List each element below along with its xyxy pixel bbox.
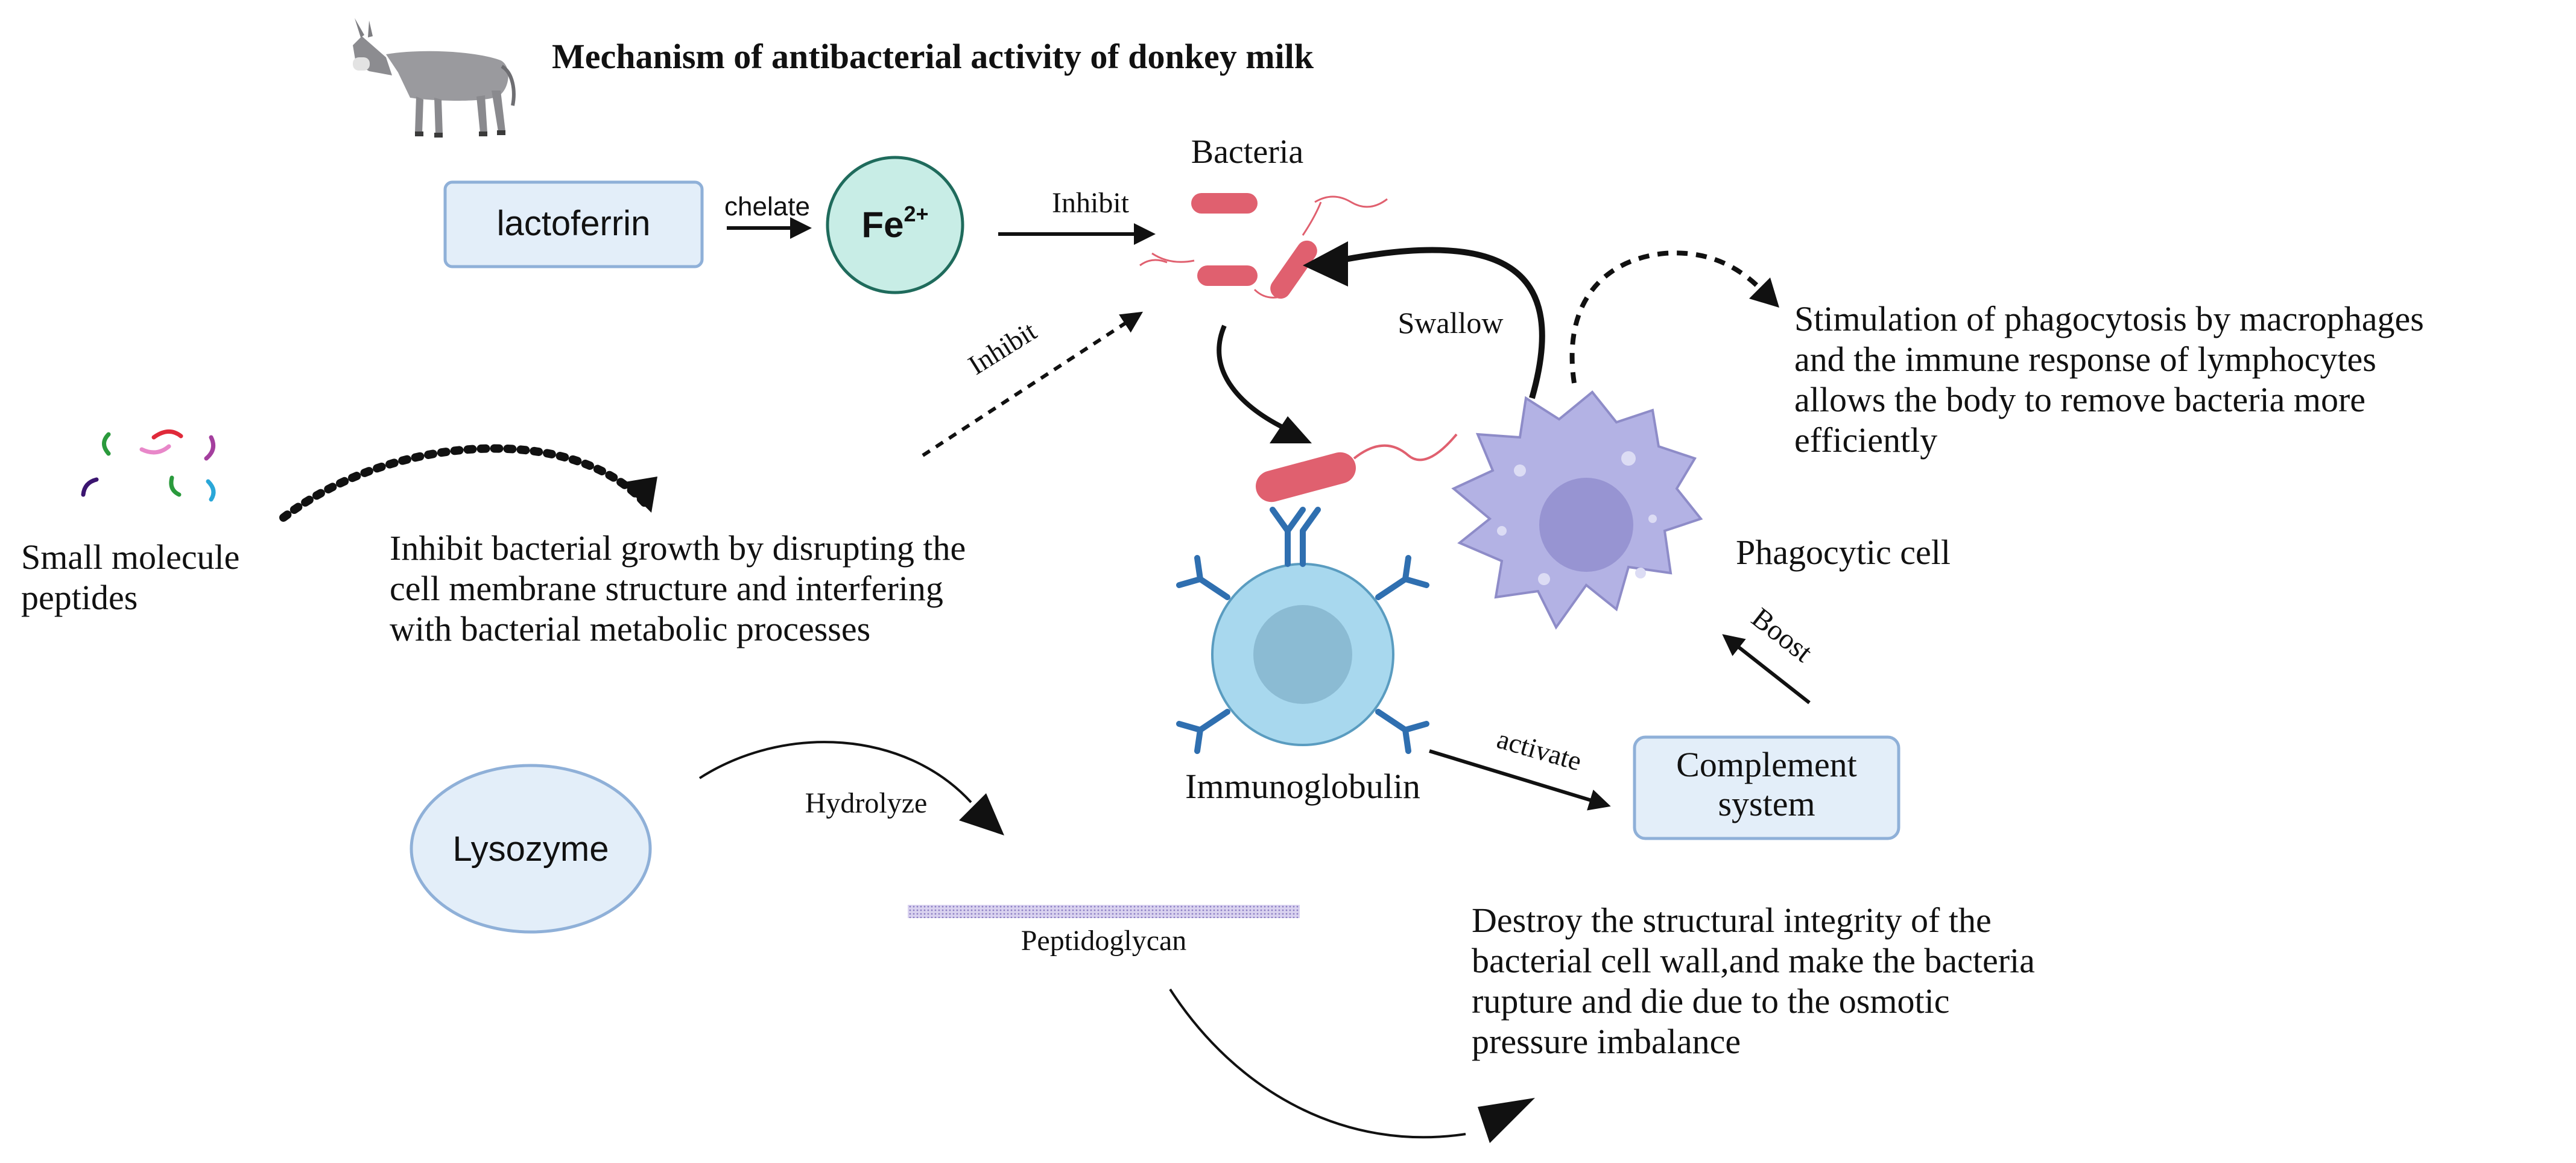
lysozyme-label: Lysozyme xyxy=(453,829,609,869)
peptides-effect-arrowhead xyxy=(621,477,657,513)
phagocyte-to-note-arrow xyxy=(1569,250,1763,384)
complement-system-box xyxy=(1633,735,1900,840)
chelate-label: chelate xyxy=(724,192,810,221)
complement-label-line1: Complement xyxy=(1676,745,1857,784)
donkey-icon xyxy=(353,18,516,138)
iron-ion-node xyxy=(826,156,964,294)
bacteria-to-antibody-arrowhead xyxy=(1270,416,1312,443)
phagocyte-to-note-arrowhead xyxy=(1749,277,1779,308)
phagocytic-cell-label: Phagocytic cell xyxy=(1736,533,1951,572)
bacteria-label: Bacteria xyxy=(1191,133,1304,171)
small-peptides-label-line1: Small molecule xyxy=(21,537,239,577)
activate-label: activate xyxy=(1494,723,1586,776)
iron-ion-label: Fe2+ xyxy=(861,201,928,245)
peptidoglycan-effect-arrow xyxy=(1169,988,1466,1139)
small-peptides-label-line2: peptides xyxy=(21,578,138,617)
boost-label: Boost xyxy=(1745,601,1818,668)
phagocytosis-note: Stimulation of phagocytosis by macrophag… xyxy=(1794,299,2432,460)
phagocytosis-line: efficiently xyxy=(1794,420,1937,460)
lactoferrin-label: lactoferrin xyxy=(497,204,651,243)
peptidoglycan-effect-arrowhead xyxy=(1478,1098,1535,1143)
peptide-fragments-icon xyxy=(81,429,216,502)
immunoglobulin-label: Immunoglobulin xyxy=(1185,767,1420,806)
peptides-inhibit-arrow xyxy=(922,311,1144,457)
peptides-inhibit-label: Inhibit xyxy=(963,315,1042,381)
lysozyme-effect-note: Destroy the structural integrity of the … xyxy=(1472,901,2043,1061)
activate-arrow xyxy=(1429,749,1611,811)
peptidoglycan-icon xyxy=(908,905,1300,918)
bacteria-to-antibody-arrow xyxy=(1217,325,1286,431)
peptides-effect-arrow xyxy=(279,444,650,522)
iron-symbol: Fe xyxy=(861,204,903,245)
macrophage-icon xyxy=(1451,390,1703,630)
peptidoglycan-label: Peptidoglycan xyxy=(1021,925,1187,957)
swallow-label: Swallow xyxy=(1398,306,1504,340)
iron-charge: 2+ xyxy=(903,201,928,226)
bacteria-icon xyxy=(1139,193,1388,299)
phagocytosis-line: Stimulation of phagocytosis by macrophag… xyxy=(1794,299,2424,338)
complement-label-line2: system xyxy=(1718,784,1815,823)
lysozyme-effect-line: pressure imbalance xyxy=(1472,1022,1741,1061)
phagocytosis-line: and the immune response of lymphocytes xyxy=(1794,340,2376,379)
bound-bacterium-icon xyxy=(1256,433,1458,502)
boost-arrow xyxy=(1722,634,1811,705)
lysozyme-effect-line: bacterial cell wall,and make the bacteri… xyxy=(1472,941,2035,980)
phagocytosis-line: allows the body to remove bacteria more xyxy=(1794,380,2366,419)
lactoferrin-box xyxy=(443,180,704,268)
hydrolyze-label: Hydrolyze xyxy=(805,787,928,819)
swallow-arrowhead xyxy=(1303,241,1348,287)
peptides-effect-line: cell membrane structure and interfering xyxy=(390,569,943,608)
hydrolyze-arrowhead xyxy=(959,793,1004,835)
peptides-effect-note: Inhibit bacterial growth by disrupting t… xyxy=(390,528,975,648)
swallow-arrow xyxy=(1344,247,1545,399)
hydrolyze-arrow xyxy=(698,741,972,803)
lysozyme-node xyxy=(410,764,652,934)
lysozyme-effect-line: rupture and die due to the osmotic xyxy=(1472,981,1949,1021)
peptides-effect-line: with bacterial metabolic processes xyxy=(390,609,870,648)
fe-inhibit-label: Inhibit xyxy=(1052,187,1130,219)
antibody-icon xyxy=(1176,507,1429,754)
lysozyme-effect-line: Destroy the structural integrity of the xyxy=(1472,901,1992,940)
b-cell-icon xyxy=(1211,563,1394,746)
diagram-title: Mechanism of antibacterial activity of d… xyxy=(552,37,1314,76)
peptides-effect-line: Inhibit bacterial growth by disrupting t… xyxy=(390,528,966,568)
